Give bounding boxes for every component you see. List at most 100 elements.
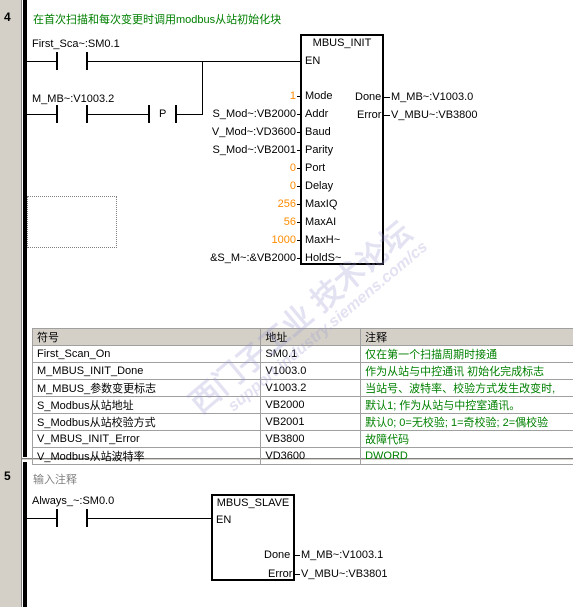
wire xyxy=(27,518,56,519)
mbus-init-input-value[interactable]: 0 xyxy=(289,162,296,174)
mbus-init-block[interactable] xyxy=(300,34,384,265)
wire xyxy=(297,168,301,169)
mbus-init-input-value[interactable]: 56 xyxy=(283,216,296,228)
contact-first-scan-left[interactable] xyxy=(56,52,58,70)
symbol-table-header[interactable]: 注释 xyxy=(360,328,573,346)
table-cell[interactable]: 故障代码 xyxy=(360,430,573,448)
power-rail-network-4 xyxy=(23,0,27,457)
mbus-init-input-pin: MaxH~ xyxy=(305,234,341,246)
network-gutter xyxy=(0,0,22,607)
wire xyxy=(88,518,211,519)
mbus-init-title: MBUS_INIT xyxy=(312,37,372,49)
power-rail-network-5 xyxy=(23,462,27,607)
table-cell[interactable]: S_Modbus从站校验方式 xyxy=(31,413,262,431)
table-cell[interactable]: V1003.0 xyxy=(260,362,362,380)
contact-param-change-label[interactable]: M_MB~:V1003.2 xyxy=(32,93,115,105)
wire xyxy=(297,186,301,187)
network-5-comment[interactable]: 输入注释 xyxy=(33,474,77,486)
wire xyxy=(297,258,301,259)
table-cell[interactable]: VD3600 xyxy=(260,447,362,465)
mbus-slave-block[interactable] xyxy=(211,494,295,581)
table-cell[interactable]: 默认0; 0=无校验; 1=奇校验; 2=偶校验 xyxy=(360,413,573,431)
symbol-table-header[interactable]: 地址 xyxy=(260,328,362,346)
mbus-init-error-value[interactable]: V_MBU~:VB3800 xyxy=(391,109,478,121)
mbus-slave-title: MBUS_SLAVE xyxy=(216,497,290,509)
mbus-init-input-pin: MaxAI xyxy=(305,216,337,228)
mbus-init-input-pin: Port xyxy=(305,162,326,174)
contact-first-scan-right[interactable] xyxy=(86,52,88,70)
table-cell[interactable]: VB2001 xyxy=(260,413,362,431)
mbus-slave-en: EN xyxy=(216,514,232,526)
network-4-number: 4 xyxy=(4,10,11,24)
network-5-number: 5 xyxy=(4,469,11,483)
table-cell[interactable]: 默认1; 作为从站与中控室通讯。 xyxy=(360,396,573,414)
wire xyxy=(27,114,56,115)
mbus-init-input-value[interactable]: 1000 xyxy=(271,234,296,246)
wire xyxy=(297,96,301,97)
mbus-init-input-pin: MaxIQ xyxy=(305,198,338,210)
empty-cell-placeholder[interactable] xyxy=(27,196,117,248)
wire xyxy=(384,97,390,98)
mbus-init-input-value[interactable]: &S_M~:&VB2000 xyxy=(210,252,296,264)
p-contact-left[interactable] xyxy=(148,105,150,123)
mbus-init-input-pin: Addr xyxy=(305,108,329,120)
table-cell[interactable]: V_Modbus从站波特率 xyxy=(31,447,262,465)
table-cell[interactable]: V_MBUS_INIT_Error xyxy=(31,430,262,448)
mbus-init-done-value[interactable]: M_MB~:V1003.0 xyxy=(391,91,474,103)
wire xyxy=(297,222,301,223)
contact-always-on-label[interactable]: Always_~:SM0.0 xyxy=(32,495,115,507)
table-cell[interactable]: V1003.2 xyxy=(260,379,362,397)
wire xyxy=(177,114,203,115)
table-cell[interactable]: VB3800 xyxy=(260,430,362,448)
wire xyxy=(297,114,301,115)
wire xyxy=(295,555,300,556)
mbus-init-input-value[interactable]: V_Mod~:VD3600 xyxy=(211,126,296,138)
table-cell[interactable]: 作为从站与中控通讯 初始化完成标志 xyxy=(360,362,573,380)
mbus-slave-done-pin: Done xyxy=(264,549,291,561)
mbus-init-done-pin: Done xyxy=(355,91,382,103)
mbus-init-en: EN xyxy=(305,55,321,67)
contact-param-change-left[interactable] xyxy=(56,105,58,123)
wire xyxy=(384,115,390,116)
mbus-init-input-value[interactable]: S_Mod~:VB2000 xyxy=(212,108,296,120)
mbus-init-input-value[interactable]: 0 xyxy=(289,180,296,192)
contact-first-scan-label[interactable]: First_Sca~:SM0.1 xyxy=(32,38,120,50)
wire xyxy=(88,114,148,115)
table-cell[interactable]: DWORD xyxy=(360,447,573,465)
mbus-slave-done-value[interactable]: M_MB~:V1003.1 xyxy=(301,549,384,561)
wire xyxy=(297,132,301,133)
mbus-init-input-pin: HoldS~ xyxy=(305,252,342,264)
mbus-init-input-value[interactable]: 256 xyxy=(277,198,296,210)
wire xyxy=(295,574,300,575)
mbus-init-input-value[interactable]: S_Mod~:VB2001 xyxy=(212,144,296,156)
mbus-init-input-pin: Parity xyxy=(305,144,334,156)
mbus-init-input-pin: Baud xyxy=(305,126,331,138)
wire xyxy=(297,204,301,205)
table-cell[interactable]: 当站号、波特率、校验方式发生改变时, xyxy=(360,379,573,397)
contact-always-on-left[interactable] xyxy=(56,509,58,527)
wire xyxy=(202,61,203,115)
wire xyxy=(27,61,56,62)
mbus-slave-error-value[interactable]: V_MBU~:VB3801 xyxy=(301,568,388,580)
mbus-init-error-pin: Error xyxy=(357,109,382,121)
mbus-init-input-value[interactable]: 1 xyxy=(289,90,296,102)
mbus-init-input-pin: Mode xyxy=(305,90,333,102)
p-contact-label[interactable]: P xyxy=(159,108,167,120)
network-4-comment[interactable]: 在首次扫描和每次变更时调用modbus从站初始化块 xyxy=(33,14,282,26)
table-cell[interactable]: VB2000 xyxy=(260,396,362,414)
table-cell[interactable]: 仅在第一个扫描周期时接通 xyxy=(360,345,573,363)
symbol-table-header[interactable]: 符号 xyxy=(31,328,262,346)
wire xyxy=(297,150,301,151)
wire xyxy=(88,61,305,62)
contact-param-change-right[interactable] xyxy=(86,105,88,123)
p-contact-right[interactable] xyxy=(175,105,177,123)
contact-always-on-right[interactable] xyxy=(86,509,88,527)
mbus-slave-error-pin: Error xyxy=(268,568,293,580)
